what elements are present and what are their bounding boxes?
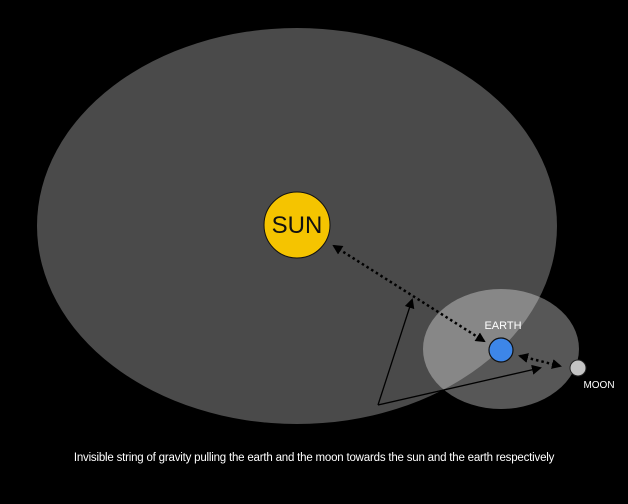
earth-label: EARTH (484, 320, 521, 332)
moon (569, 359, 587, 377)
sun (263, 191, 331, 259)
earth (488, 337, 514, 363)
pointer-to-earth-moon-string (377, 364, 542, 406)
sun-label: SUN (272, 212, 323, 239)
diagram-caption: Invisible string of gravity pulling the … (73, 452, 555, 464)
earth-moon-gravity-arrow (518, 353, 562, 369)
sun-earth-gravity-arrow (332, 244, 486, 343)
pointer-to-sun-earth-string (377, 298, 415, 406)
moon-label: MOON (583, 380, 614, 391)
